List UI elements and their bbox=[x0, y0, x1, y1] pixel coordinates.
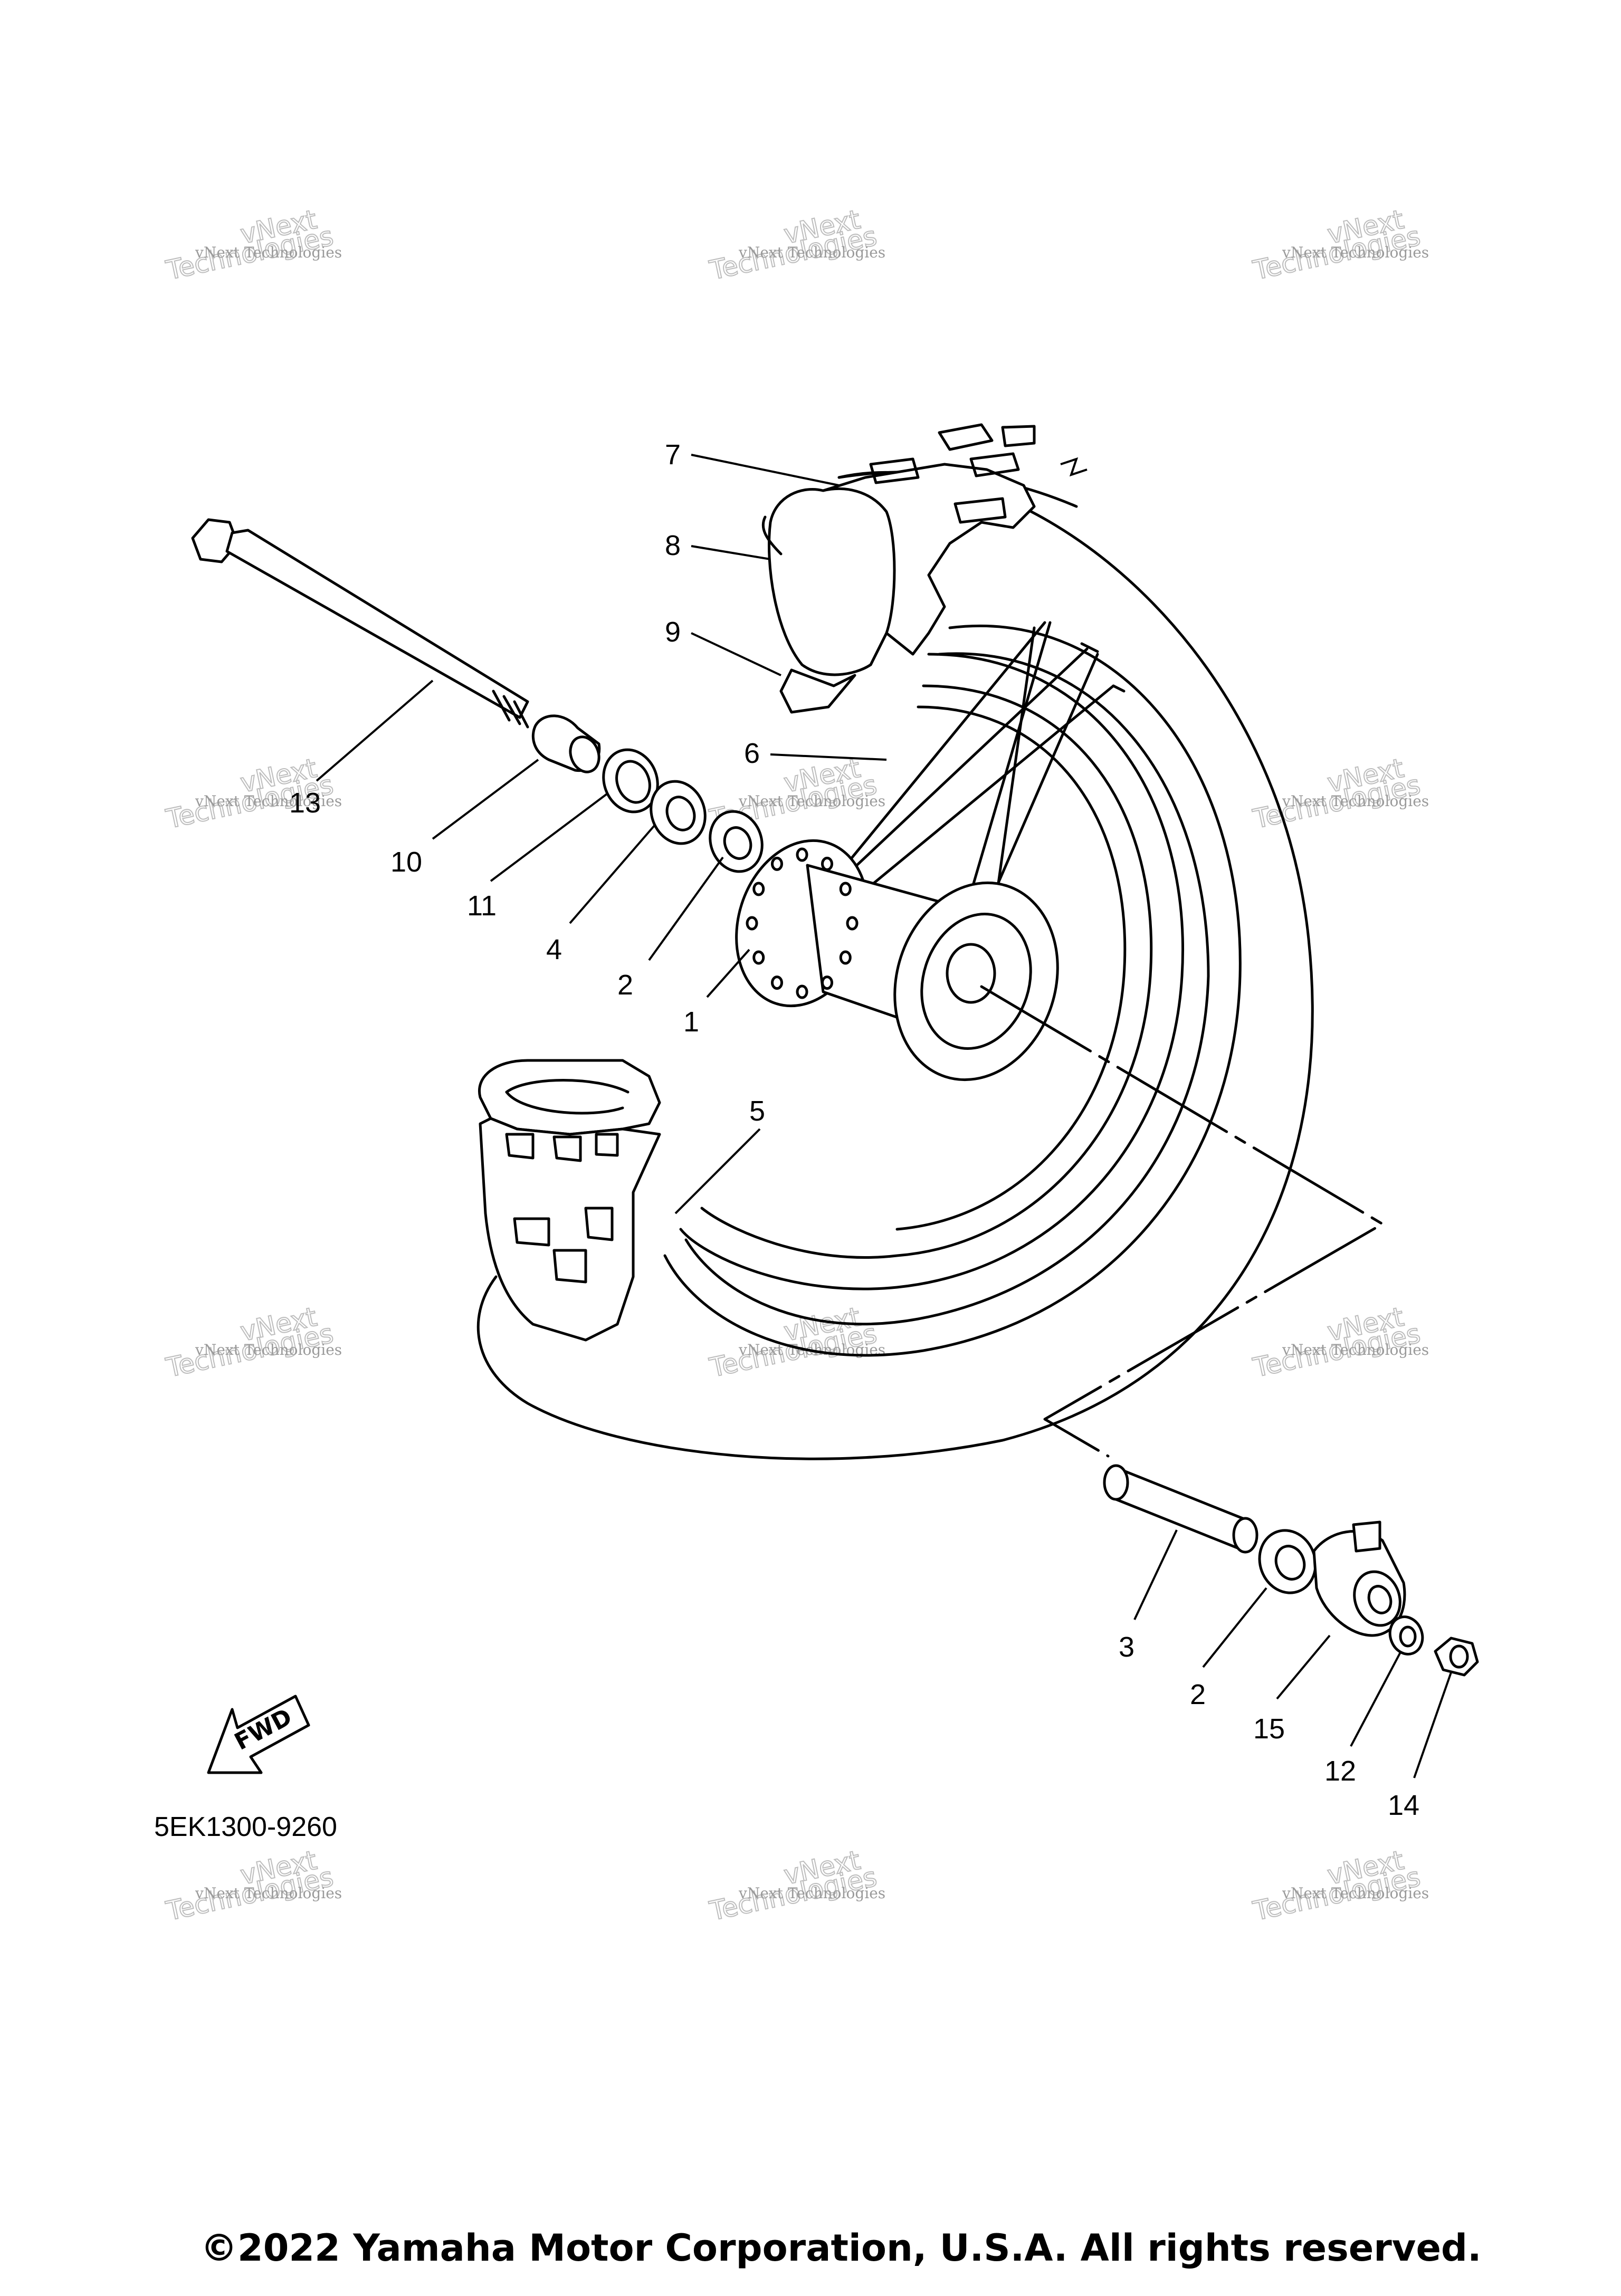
hub-hole bbox=[821, 975, 833, 990]
callout-labels: 7 8 9 6 13 10 11 4 2 1 5 3 2 15 12 14 bbox=[289, 439, 1419, 1821]
callout-9: 9 bbox=[665, 616, 681, 648]
callout-7: 7 bbox=[665, 439, 681, 471]
watermark-text: vNext Technologies bbox=[195, 244, 342, 261]
watermark-text: vNext Technologies bbox=[738, 244, 885, 261]
hub-hole bbox=[839, 882, 852, 896]
spacer bbox=[1103, 1464, 1258, 1554]
watermark-text: vNext Technologies bbox=[1282, 244, 1429, 261]
callout-leaders bbox=[316, 454, 1452, 1778]
axle-nut bbox=[1434, 1637, 1479, 1677]
diagram-code: 5EK1300-9260 bbox=[154, 1812, 337, 1842]
hub-hole bbox=[752, 950, 765, 965]
hub-hole bbox=[821, 856, 833, 871]
hub-hole bbox=[752, 882, 765, 896]
assembly-guides bbox=[980, 985, 1384, 1458]
hub-hole bbox=[771, 856, 783, 871]
callout-15: 15 bbox=[1253, 1713, 1285, 1745]
spokes bbox=[822, 621, 1126, 935]
oil-seal bbox=[602, 748, 659, 814]
watermark-text: vNext Technologies bbox=[195, 792, 342, 810]
hub bbox=[735, 839, 1059, 1082]
hub-hole bbox=[771, 975, 783, 990]
callout-8: 8 bbox=[665, 530, 681, 561]
watermark-text: vNext Technologies bbox=[738, 1884, 885, 1902]
callout-3: 3 bbox=[1119, 1631, 1134, 1663]
callout-10: 10 bbox=[390, 846, 422, 878]
rim-drawing bbox=[679, 653, 1184, 1290]
hub-hole bbox=[796, 984, 808, 999]
callout-12: 12 bbox=[1324, 1755, 1356, 1787]
tire-lower-section bbox=[478, 1059, 661, 1342]
hub-hole bbox=[846, 916, 859, 931]
fwd-arrow-icon: FWD bbox=[207, 1695, 310, 1774]
hub-hole bbox=[746, 916, 758, 931]
callout-4: 4 bbox=[546, 934, 562, 965]
collar bbox=[531, 714, 601, 773]
callout-2-right: 2 bbox=[1190, 1679, 1206, 1710]
callout-1: 1 bbox=[683, 1006, 699, 1038]
washer bbox=[1388, 1615, 1424, 1656]
callout-11: 11 bbox=[467, 890, 497, 922]
tire-drawing bbox=[476, 423, 1314, 1460]
hub-hole bbox=[796, 847, 808, 862]
watermark-text: vNext Technologies bbox=[1282, 1884, 1429, 1902]
callout-13: 13 bbox=[289, 787, 321, 819]
watermark-text: vNext Technologies bbox=[195, 1341, 342, 1359]
bearing-4 bbox=[650, 780, 707, 845]
watermark-text: vNext Technologies bbox=[738, 792, 885, 810]
watermark-text: vNext Technologies bbox=[195, 1884, 342, 1902]
bearing-2-left bbox=[709, 810, 764, 873]
watermark-text: vNext Technologies bbox=[1282, 792, 1429, 810]
callout-2-left: 2 bbox=[617, 969, 633, 1001]
hub-hole bbox=[839, 950, 852, 965]
hub-flange-holes bbox=[746, 847, 859, 999]
meter-gear-unit bbox=[1312, 1520, 1406, 1637]
front-axle bbox=[191, 518, 529, 729]
callout-5: 5 bbox=[749, 1095, 765, 1127]
copyright-notice: ©2022 Yamaha Motor Corporation, U.S.A. A… bbox=[201, 2226, 1482, 2270]
callout-6: 6 bbox=[744, 738, 760, 769]
bearing-2-right bbox=[1258, 1529, 1317, 1594]
watermark-text: vNext Technologies bbox=[1282, 1341, 1429, 1359]
callout-14: 14 bbox=[1388, 1790, 1419, 1821]
